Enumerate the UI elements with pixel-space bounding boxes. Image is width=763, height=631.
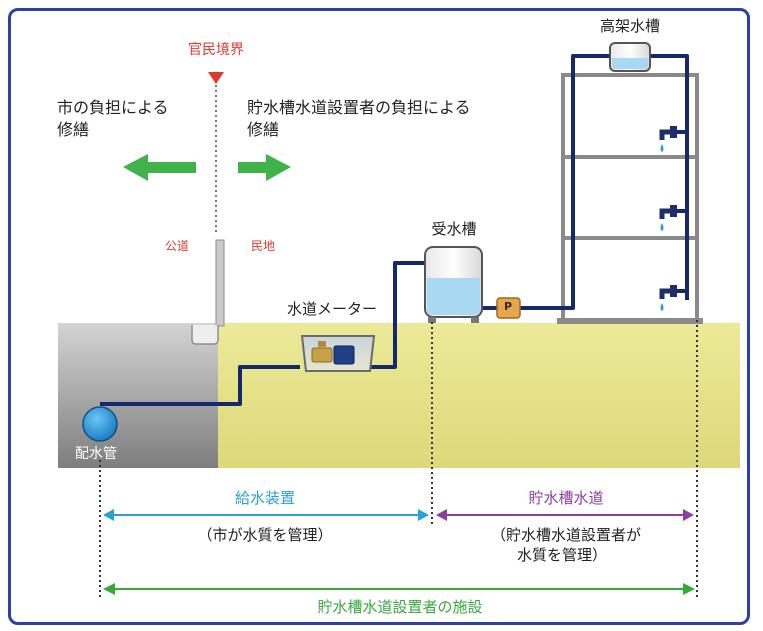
boundary-post xyxy=(215,239,225,327)
tank-waterworks-label: 貯水槽水道 xyxy=(528,489,604,507)
boundary-marker-icon xyxy=(208,72,224,84)
distribution-pipe-icon xyxy=(82,406,118,442)
diagram-frame xyxy=(8,8,750,625)
water-meter-icon xyxy=(300,335,376,372)
owner-burden-label-line2: 修繕 xyxy=(247,120,280,139)
supply-device-range-arrow xyxy=(103,509,429,521)
public-road-ground xyxy=(58,323,218,468)
boundary-catch-basin xyxy=(191,325,219,345)
faucet-icon xyxy=(659,285,677,311)
supply-device-note: （市が水質を管理） xyxy=(197,526,333,544)
water-pipe xyxy=(100,54,689,406)
tank-waterworks-range-arrow xyxy=(436,509,694,521)
pump-icon xyxy=(496,297,521,319)
building-base xyxy=(557,318,703,324)
private-land-ground xyxy=(218,323,740,468)
owner-facility-range-arrow xyxy=(103,583,695,595)
city-burden-label-line2: 修繕 xyxy=(57,120,90,139)
range-guide-lines xyxy=(99,320,698,598)
receiving-tank-label: 受水槽 xyxy=(431,220,477,238)
water-meter-label: 水道メーター xyxy=(287,300,378,318)
receiving-tank-icon xyxy=(424,246,483,323)
right-green-arrow-icon xyxy=(238,154,291,181)
faucet-icon xyxy=(659,126,677,152)
pump-label: P xyxy=(503,300,513,313)
elevated-tank-icon xyxy=(609,42,651,72)
boundary-label: 官民境界 xyxy=(188,42,244,58)
distribution-pipe-label: 配水管 xyxy=(75,446,117,462)
tank-waterworks-note-line1: （貯水槽水道設置者が xyxy=(490,526,642,544)
left-green-arrow-icon xyxy=(123,154,196,181)
building-frame xyxy=(561,73,699,323)
faucet-icon xyxy=(659,205,677,231)
tank-waterworks-note-line2: 水質を管理） xyxy=(516,546,608,564)
owner-burden-label-line1: 貯水槽水道設置者の負担による xyxy=(247,98,471,117)
owner-facility-label: 貯水槽水道設置者の施設 xyxy=(317,598,483,616)
city-burden-label-line1: 市の負担による xyxy=(57,98,169,117)
supply-device-label: 給水装置 xyxy=(234,489,296,507)
elevated-tank-label: 高架水槽 xyxy=(599,17,661,35)
public-road-label: 公道 xyxy=(165,239,190,253)
private-land-label: 民地 xyxy=(251,239,276,253)
